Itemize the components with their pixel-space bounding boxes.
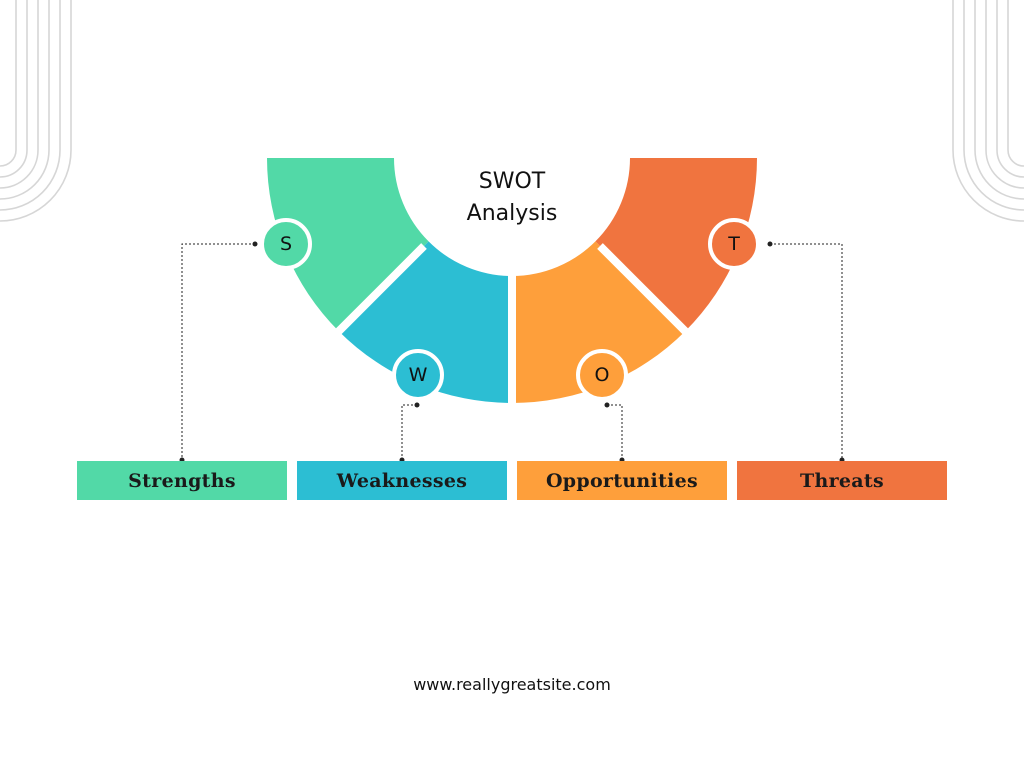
label-opportunities-text: Opportunities: [545, 469, 699, 492]
badge-letter-w: W: [408, 364, 428, 386]
badge-weaknesses: W: [392, 349, 444, 401]
connector-opportunities: [607, 404, 623, 460]
footer-website: www.reallygreatsite.com: [413, 675, 611, 694]
label-weaknesses-text: Weaknesses: [336, 469, 468, 492]
badge-strengths: S: [260, 218, 312, 270]
label-threats: Threats: [737, 461, 947, 500]
segment-strengths: [267, 158, 429, 332]
connector-strengths: [181, 243, 255, 460]
connector-threats: [770, 243, 843, 460]
diagram-title: SWOT Analysis: [412, 166, 612, 230]
title-line-2: Analysis: [466, 201, 558, 226]
segment-weaknesses: [338, 241, 512, 403]
badge-opportunities: O: [576, 349, 628, 401]
label-weaknesses: Weaknesses: [297, 461, 507, 500]
badge-letter-o: O: [594, 364, 610, 386]
label-threats-text: Threats: [800, 469, 884, 492]
segment-opportunities: [512, 241, 686, 403]
segment-dividers: [333, 243, 691, 410]
decorative-arcs-right: [952, 0, 1024, 222]
label-strengths-text: Strengths: [128, 469, 236, 492]
badge-letter-s: S: [279, 233, 293, 255]
badge-threats: T: [708, 218, 760, 270]
decorative-arcs-left: [0, 0, 72, 222]
badge-letter-t: T: [728, 233, 740, 255]
label-strengths: Strengths: [77, 461, 287, 500]
segment-threats: [595, 158, 757, 332]
connector-weaknesses: [401, 404, 417, 460]
label-opportunities: Opportunities: [517, 461, 727, 500]
title-line-1: SWOT: [478, 169, 546, 194]
